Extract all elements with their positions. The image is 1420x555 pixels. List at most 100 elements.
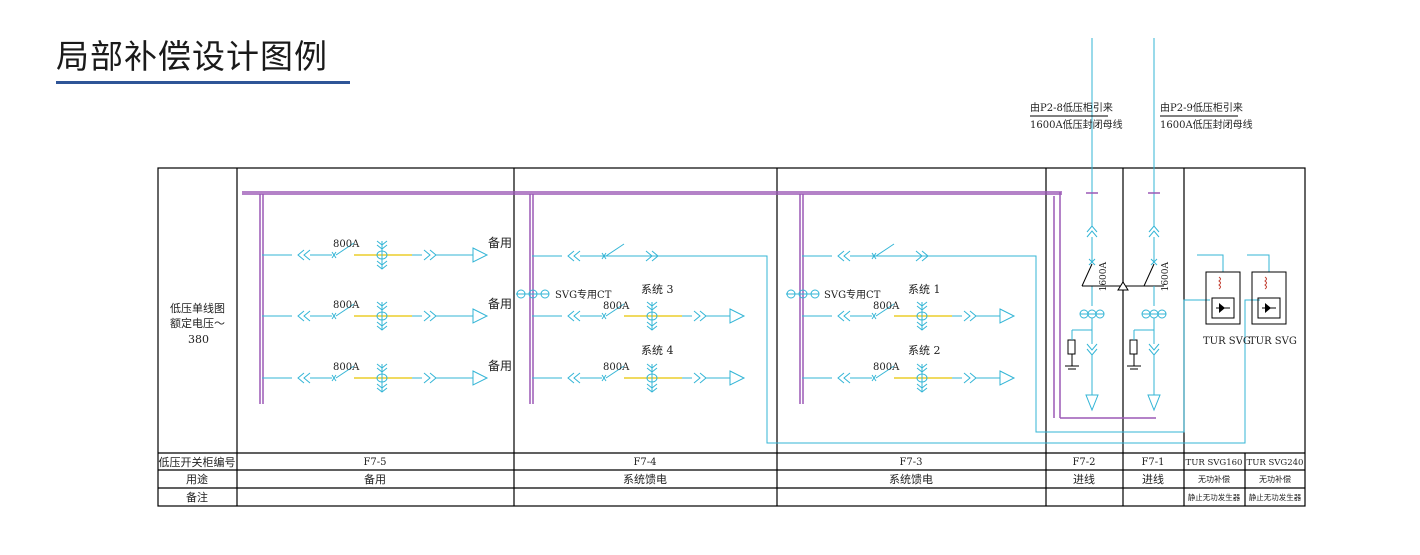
- rating-label: 800A: [603, 301, 630, 312]
- current-transformer-symbol: [1095, 309, 1105, 319]
- load-end-symbol: [472, 308, 488, 324]
- withdrawable-contact-symbol: [693, 310, 707, 322]
- spare-label: 备用: [488, 297, 512, 311]
- withdrawable-contact-symbol: [837, 310, 851, 322]
- cabinet-id: TUR SVG240: [1247, 458, 1304, 468]
- withdrawable-contact-symbol: [1148, 343, 1160, 351]
- breaker-cross: [601, 374, 607, 382]
- feeders-f7-4: [532, 243, 745, 393]
- incomer-f7-2: [1065, 195, 1164, 412]
- cabinet-id: TUR SVG160: [1186, 458, 1243, 468]
- rating-label: 800A: [333, 300, 360, 311]
- cabinet-usage: 系统馈电: [889, 473, 933, 486]
- svg-ct-label: SVG专用CT: [555, 288, 612, 301]
- interlock-triangle: [1117, 281, 1129, 291]
- surge-arrester-symbol: [1129, 339, 1138, 355]
- withdrawable-contact-symbol: [567, 310, 581, 322]
- withdrawable-contact-symbol: [1086, 230, 1098, 238]
- rating-label: 800A: [333, 239, 360, 250]
- cabinet-id: F7-1: [1141, 457, 1164, 468]
- system-1-label: 系统 1: [908, 283, 941, 296]
- withdrawable-contact-symbol: [297, 249, 311, 261]
- svg-unit-label: TUR SVG: [1203, 336, 1251, 347]
- breaker-blade: [335, 303, 355, 317]
- withdrawable-contact-symbol: [423, 310, 437, 322]
- source-1-line1: 由P2-8低压柜引来: [1030, 101, 1113, 114]
- table-frame: [157, 167, 1306, 507]
- breaker-blade: [1081, 263, 1093, 287]
- feeders-f7-5: [262, 240, 488, 393]
- title-underline: [56, 81, 350, 84]
- system-4-label: 系统 4: [641, 344, 674, 357]
- cabinet-usage: 进线: [1073, 472, 1095, 486]
- breaker-cross: [331, 251, 337, 259]
- load-end-symbol: [729, 308, 745, 324]
- breaker-blade: [605, 365, 625, 379]
- cabinet-id: F7-3: [899, 457, 922, 468]
- load-end-symbol: [1085, 394, 1099, 412]
- withdrawable-contact-symbol: [1148, 230, 1160, 238]
- breaker-blade: [335, 365, 355, 379]
- spare-label: 备用: [488, 359, 512, 373]
- feeders-f7-3: [802, 243, 1015, 393]
- breaker-blade: [875, 243, 895, 257]
- load-end-symbol: [999, 308, 1015, 324]
- withdrawable-contact-symbol: [297, 310, 311, 322]
- page-title: 局部补偿设计图例: [56, 37, 328, 76]
- withdrawable-contact-symbol: [963, 372, 977, 384]
- cabinet-usage: 备用: [364, 472, 386, 486]
- incomer-rating: 1600A: [1099, 262, 1109, 292]
- svg-unit-label: TUR SVG: [1249, 336, 1297, 347]
- source-1-line2: 1600A低压封闭母线: [1030, 118, 1123, 131]
- source-2-line2: 1600A低压封闭母线: [1160, 118, 1253, 131]
- load-end-symbol: [729, 370, 745, 386]
- withdrawable-contact-symbol: [693, 372, 707, 384]
- breaker-blade: [605, 303, 625, 317]
- cabinet-usage: 无功补偿: [1198, 474, 1230, 484]
- table-cells: F7-5 F7-4 F7-3 F7-2 F7-1 TUR SVG160 TUR …: [363, 457, 1303, 502]
- breaker-blade: [605, 243, 625, 257]
- cabinet-note: 静止无功发生器: [1249, 492, 1302, 502]
- rating-label: 800A: [333, 362, 360, 373]
- breaker-cross: [1150, 258, 1158, 266]
- withdrawable-contact-symbol: [837, 372, 851, 384]
- side-label: 低压单线图 额定电压～ 380: [170, 301, 225, 346]
- cabinet-id: F7-2: [1072, 457, 1095, 468]
- spare-label: 备用: [488, 236, 512, 250]
- breaker-blade: [875, 303, 895, 317]
- system-2-label: 系统 2: [908, 344, 941, 357]
- svg-ct-symbols: [516, 289, 820, 299]
- withdrawable-contact-symbol: [963, 310, 977, 322]
- load-end-symbol: [999, 370, 1015, 386]
- row-header-note: 备注: [186, 490, 208, 504]
- withdrawable-contact-symbol: [297, 372, 311, 384]
- breaker-cross: [871, 374, 877, 382]
- svg-signal-wires: [516, 254, 1270, 444]
- breaker-blade: [875, 365, 895, 379]
- incomer-f7-1: [1127, 195, 1167, 412]
- breaker-blade: [1143, 263, 1155, 287]
- breaker-cross: [601, 312, 607, 320]
- table-row-headers: 低压开关柜编号 用途 备注: [159, 455, 236, 504]
- cabinet-usage: 系统馈电: [623, 473, 667, 486]
- rating-label: 800A: [873, 301, 900, 312]
- breaker-cross: [1088, 258, 1096, 266]
- source-2-line1: 由P2-9低压柜引来: [1160, 101, 1243, 114]
- breaker-cross: [331, 374, 337, 382]
- rating-label: 800A: [603, 362, 630, 373]
- incomer-labels: 1600A 1600A: [1099, 262, 1171, 292]
- system-3-label: 系统 3: [641, 283, 674, 296]
- load-end-symbol: [472, 370, 488, 386]
- current-transformer-symbol: [1157, 309, 1167, 319]
- breaker-blade: [335, 242, 355, 256]
- withdrawable-contact-symbol: [423, 249, 437, 261]
- main-busbar: [242, 191, 1160, 419]
- withdrawable-contact-symbol: [1086, 343, 1098, 351]
- svg-ct-label: SVG专用CT: [824, 288, 881, 301]
- cabinet-usage: 无功补偿: [1259, 474, 1291, 484]
- load-end-symbol: [1147, 394, 1161, 412]
- feeder-labels: 800A 800A 800A 备用 备用 备用 SVG专用CT 800A 800…: [333, 236, 941, 373]
- withdrawable-contact-symbol: [567, 372, 581, 384]
- breaker-cross: [871, 312, 877, 320]
